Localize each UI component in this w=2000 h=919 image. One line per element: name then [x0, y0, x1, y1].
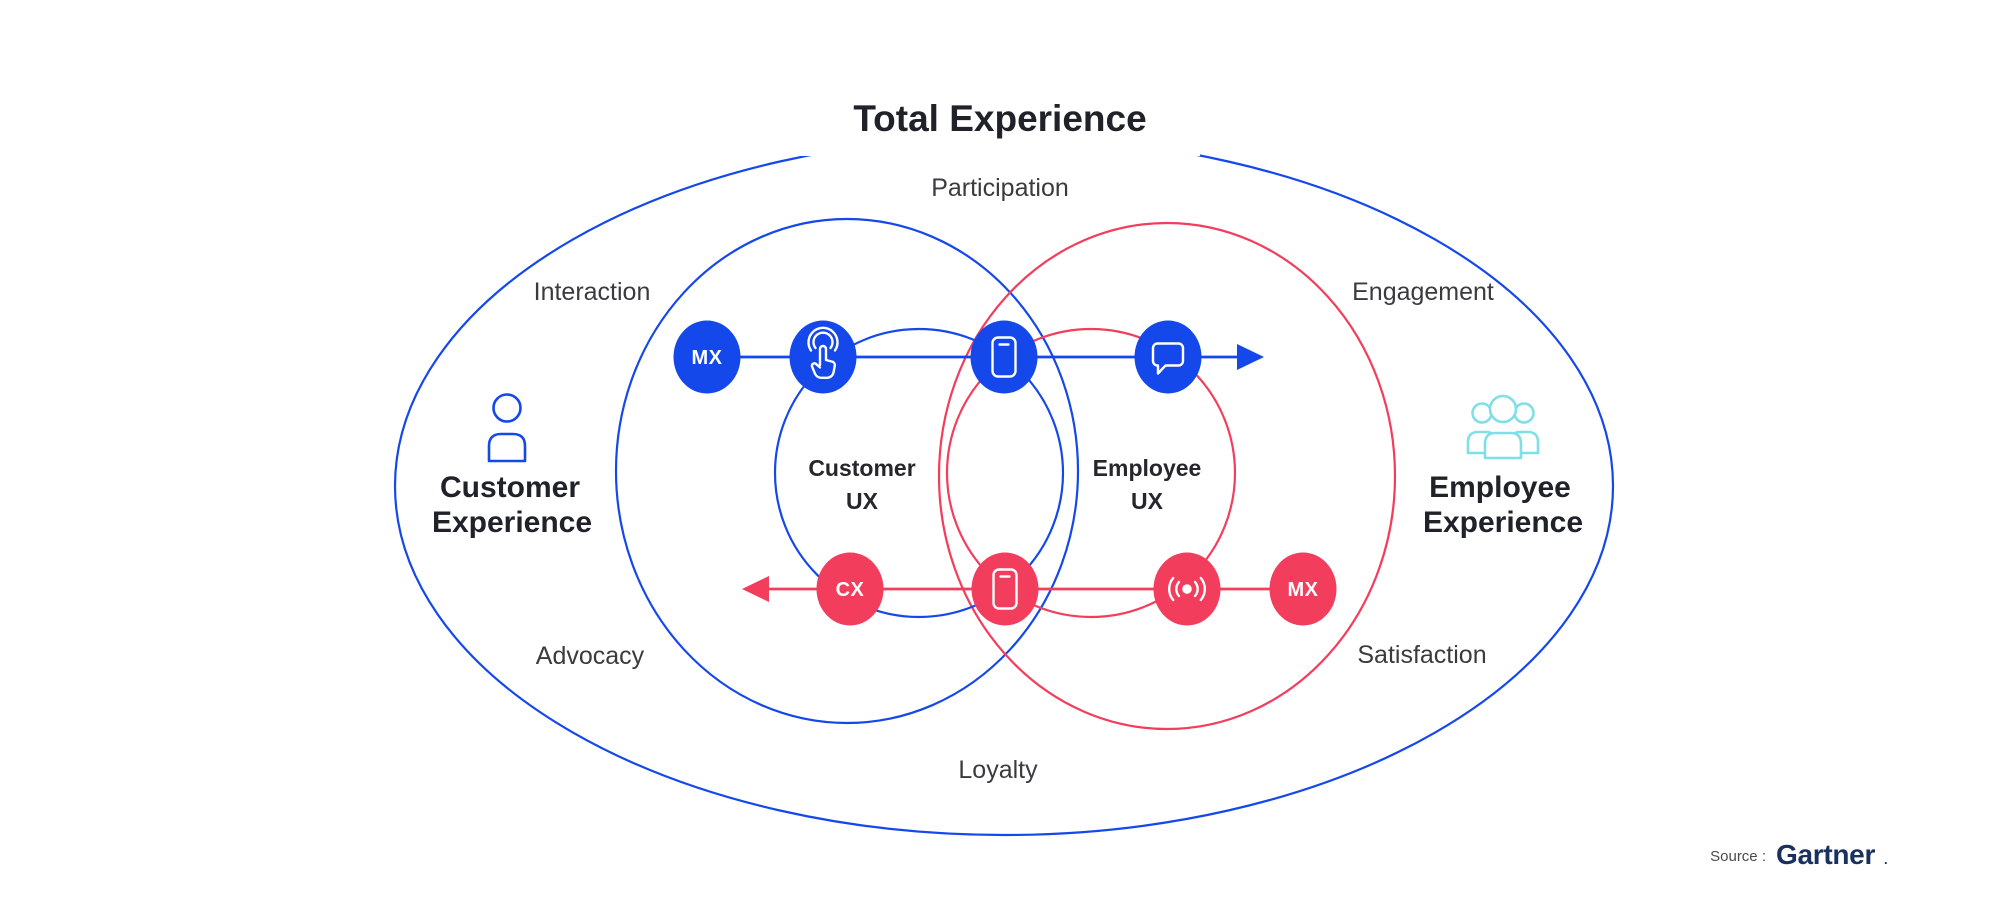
- customer-experience-label: Customer Experience: [432, 471, 592, 539]
- mx-node-customer: MX: [673, 320, 741, 394]
- touch-node: [789, 320, 857, 394]
- label-advocacy: Advocacy: [536, 642, 645, 670]
- smartphone-icon: [992, 568, 1018, 610]
- arrow-right-icon: [1237, 344, 1264, 370]
- label-interaction: Interaction: [534, 278, 651, 306]
- chat-bubble-icon: [1151, 342, 1185, 375]
- title-gap-mask: [800, 106, 1200, 156]
- svg-text:Experience: Experience: [432, 506, 592, 539]
- employee-ux-circle: [945, 327, 1237, 619]
- gartner-logo-mark: .: [1884, 852, 1888, 867]
- label-participation: Participation: [931, 174, 1069, 202]
- label-engagement: Engagement: [1352, 278, 1494, 306]
- customer-ux-circle: [773, 327, 1065, 619]
- mx-node-employee: MX: [1269, 552, 1337, 626]
- employee-experience-label: Employee Experience: [1423, 471, 1583, 539]
- touch-icon: [807, 326, 839, 380]
- svg-text:Experience: Experience: [1423, 506, 1583, 539]
- broadcast-icon: [1168, 576, 1206, 602]
- svg-text:UX: UX: [1131, 488, 1164, 514]
- customer-experience-circle: [614, 217, 1080, 725]
- arrow-left-icon: [742, 576, 769, 602]
- svg-text:Employee: Employee: [1093, 455, 1202, 481]
- broadcast-node: [1153, 552, 1221, 626]
- chat-node: [1134, 320, 1202, 394]
- cx-badge: CX: [836, 579, 865, 601]
- smartphone-node-customer: [970, 320, 1038, 394]
- gartner-logo: Gartner: [1776, 839, 1875, 870]
- diagram-title: Total Experience: [853, 98, 1146, 139]
- people-group-icon: [1466, 394, 1540, 460]
- mx-badge-customer: MX: [692, 347, 723, 369]
- svg-text:Customer: Customer: [440, 471, 580, 504]
- svg-text:Customer: Customer: [808, 455, 915, 481]
- smartphone-node-employee: [971, 552, 1039, 626]
- svg-text:UX: UX: [846, 488, 879, 514]
- mx-badge-employee: MX: [1288, 579, 1319, 601]
- person-icon: [487, 393, 527, 463]
- source-label: Source :: [1710, 848, 1766, 865]
- cx-node: CX: [816, 552, 884, 626]
- source-attribution: Source : Gartner .: [1710, 839, 1888, 870]
- label-satisfaction: Satisfaction: [1357, 641, 1486, 669]
- label-loyalty: Loyalty: [958, 756, 1038, 784]
- svg-text:Employee: Employee: [1429, 471, 1571, 504]
- employee-ux-label: Employee UX: [1093, 455, 1202, 514]
- smartphone-icon: [991, 336, 1017, 378]
- employee-experience-circle: [937, 221, 1397, 731]
- customer-ux-label: Customer UX: [808, 455, 915, 514]
